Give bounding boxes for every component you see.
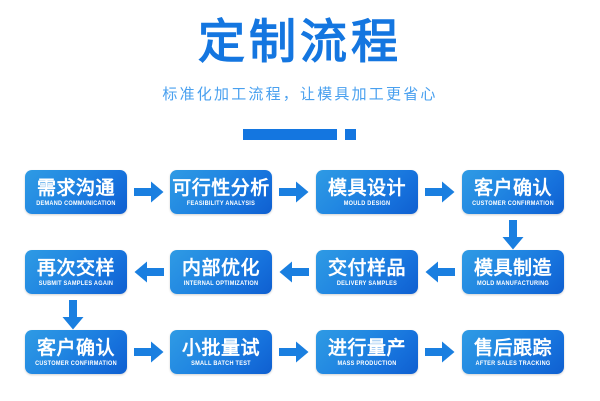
flow-node-internal-optimization[interactable]: 内部优化 INTERNAL OPTIMIZATION xyxy=(170,250,272,294)
flow-node-subtitle: CUSTOMER CONFIRMATION xyxy=(472,200,554,208)
flow-node-customer-confirmation-2[interactable]: 客户确认 CUSTOMER CONFIRMATION xyxy=(25,330,127,374)
flow-node-subtitle: SUBMIT SAMPLES AGAIN xyxy=(38,280,114,288)
flow-node-title: 客户确认 xyxy=(473,177,552,199)
flow-node-subtitle: MOULD DESIGN xyxy=(343,200,391,208)
flow-node-title: 小批量试 xyxy=(181,337,260,359)
process-flow-diagram: 需求沟通 DEMAND COMMUNICATION 可行性分析 FEASIBIL… xyxy=(0,150,600,401)
flow-node-subtitle: SMALL BATCH TEST xyxy=(191,360,251,368)
flow-node-title: 售后跟踪 xyxy=(473,337,552,359)
arrow-right-icon xyxy=(134,341,164,363)
flow-node-mold-manufacturing[interactable]: 模具制造 MOLD MANUFACTURING xyxy=(462,250,564,294)
arrow-left-icon xyxy=(425,261,455,283)
arrow-right-icon xyxy=(425,181,455,203)
flow-node-submit-samples-again[interactable]: 再次交样 SUBMIT SAMPLES AGAIN xyxy=(25,250,127,294)
flow-node-subtitle: MOLD MANUFACTURING xyxy=(477,280,549,288)
flow-node-title: 交付样品 xyxy=(327,257,406,279)
arrow-right-icon xyxy=(425,341,455,363)
flow-node-title: 客户确认 xyxy=(36,337,115,359)
flow-node-subtitle: DEMAND COMMUNICATION xyxy=(36,200,116,208)
flow-node-title: 内部优化 xyxy=(181,257,260,279)
flow-node-mass-production[interactable]: 进行量产 MASS PRODUCTION xyxy=(316,330,418,374)
flow-node-delivery-samples[interactable]: 交付样品 DELIVERY SAMPLES xyxy=(316,250,418,294)
flow-node-mould-design[interactable]: 模具设计 MOULD DESIGN xyxy=(316,170,418,214)
flow-node-subtitle: DELIVERY SAMPLES xyxy=(336,280,398,288)
flow-node-demand-communication[interactable]: 需求沟通 DEMAND COMMUNICATION xyxy=(25,170,127,214)
flow-node-title: 再次交样 xyxy=(36,257,115,279)
flow-node-title: 可行性分析 xyxy=(172,177,270,199)
arrow-right-icon xyxy=(279,181,309,203)
arrow-left-icon xyxy=(134,261,164,283)
arrow-right-icon xyxy=(279,341,309,363)
flow-node-subtitle: INTERNAL OPTIMIZATION xyxy=(183,280,259,288)
flow-node-small-batch-test[interactable]: 小批量试 SMALL BATCH TEST xyxy=(170,330,272,374)
arrow-down-icon xyxy=(502,220,524,250)
divider-square xyxy=(345,129,356,140)
arrow-left-icon xyxy=(279,261,309,283)
flow-node-title: 进行量产 xyxy=(327,337,406,359)
header: 定制流程 标准化加工流程，让模具加工更省心 xyxy=(0,0,600,150)
page-subtitle: 标准化加工流程，让模具加工更省心 xyxy=(162,85,438,103)
flow-node-title: 模具设计 xyxy=(327,177,406,199)
flow-node-after-sales-tracking[interactable]: 售后跟踪 AFTER SALES TRACKING xyxy=(462,330,564,374)
flow-node-feasibility-analysis[interactable]: 可行性分析 FEASIBILITY ANALYSIS xyxy=(170,170,272,214)
flow-node-subtitle: AFTER SALES TRACKING xyxy=(475,360,551,368)
flow-node-title: 模具制造 xyxy=(473,257,552,279)
flow-node-title: 需求沟通 xyxy=(36,177,115,199)
arrow-down-icon xyxy=(62,300,84,330)
arrow-right-icon xyxy=(134,181,164,203)
flow-node-subtitle: MASS PRODUCTION xyxy=(337,360,397,368)
page-title: 定制流程 xyxy=(198,15,402,70)
flow-node-subtitle: FEASIBILITY ANALYSIS xyxy=(186,200,256,208)
flow-node-subtitle: CUSTOMER CONFIRMATION xyxy=(35,360,117,368)
flow-node-customer-confirmation-1[interactable]: 客户确认 CUSTOMER CONFIRMATION xyxy=(462,170,564,214)
divider-bar xyxy=(243,129,337,140)
title-divider xyxy=(243,129,356,140)
